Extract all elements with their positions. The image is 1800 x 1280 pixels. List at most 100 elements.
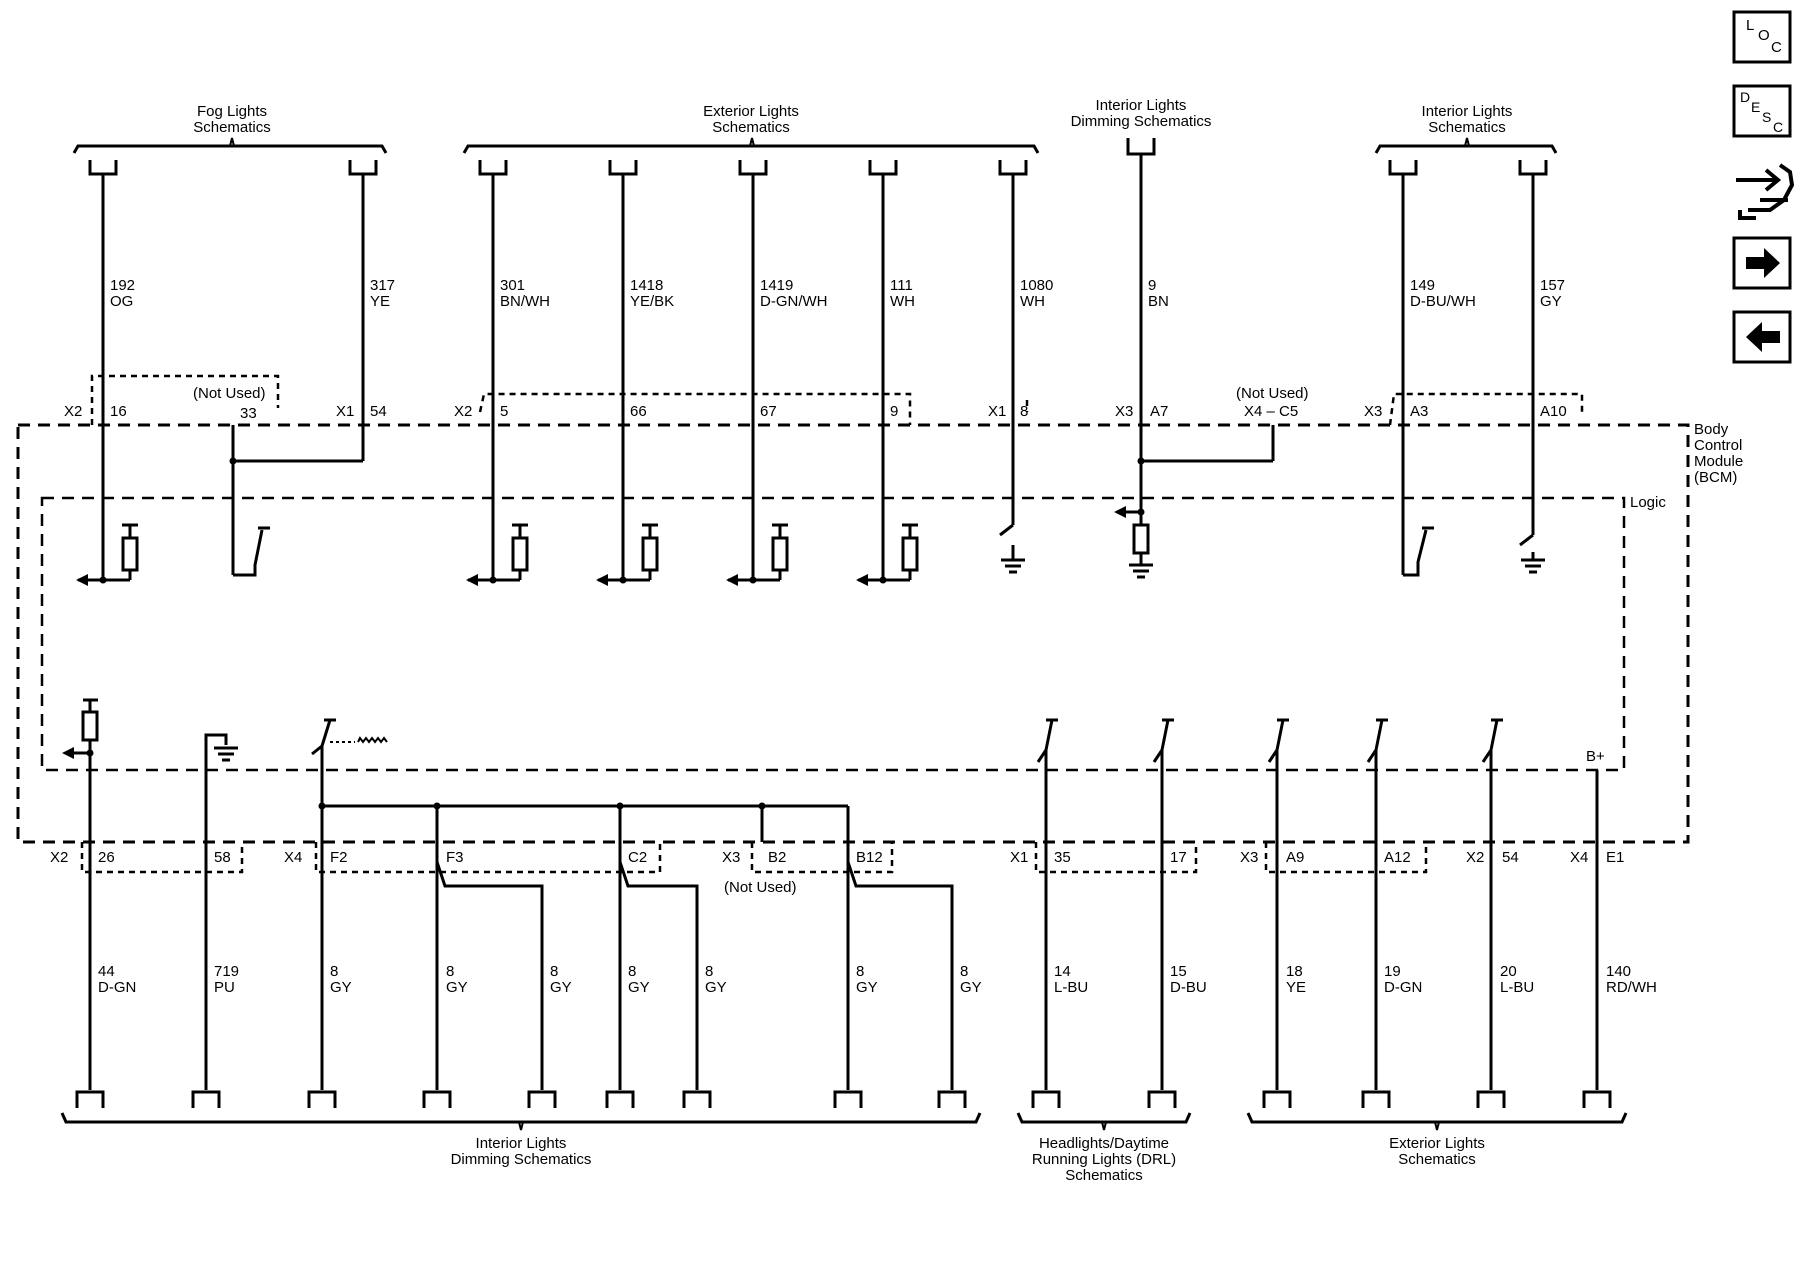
wire-color: D-BU: [1170, 979, 1207, 996]
wire-color: BN: [1148, 293, 1169, 310]
connector-label: X2: [50, 849, 68, 866]
pin-label: A9: [1286, 849, 1304, 866]
arrow-right-icon: [1746, 248, 1780, 278]
logic-label: Logic: [1630, 494, 1666, 511]
ext-bottom-line2: Schematics: [1398, 1151, 1476, 1168]
wire-circuit: 20: [1500, 963, 1517, 980]
pin-label: C2: [628, 849, 647, 866]
not-used-label: (Not Used): [193, 385, 266, 402]
wire-circuit: 8: [330, 963, 338, 980]
int-header-line2: Schematics: [1428, 119, 1506, 136]
connector-view-icon[interactable]: [1736, 163, 1795, 220]
bplus-label: B+: [1586, 748, 1605, 765]
brace-fog-notch: [229, 137, 235, 147]
wire-circuit: 1419: [760, 277, 793, 294]
ext-bottom-line1: Exterior Lights: [1389, 1135, 1485, 1152]
pin-label: 66: [630, 403, 647, 420]
top-wires: [101, 154, 1535, 580]
wire-circuit: 8: [705, 963, 713, 980]
pin-label: F2: [330, 849, 348, 866]
pin-label: 26: [98, 849, 115, 866]
connector-label: X4: [1570, 849, 1588, 866]
wire-circuit: 157: [1540, 277, 1565, 294]
wire-circuit: 317: [370, 277, 395, 294]
not-used-label: (Not Used): [724, 879, 797, 896]
connector-label: X3: [1115, 403, 1133, 420]
brace-drl-bottom: [1016, 1112, 1192, 1124]
wire-circuit: 1080: [1020, 277, 1053, 294]
pin-label: A12: [1384, 849, 1411, 866]
wire-circuit: 1418: [630, 277, 663, 294]
wire-color: GY: [705, 979, 727, 996]
wire-color: BN/WH: [500, 293, 550, 310]
wire-color: GY: [550, 979, 572, 996]
wire-circuit: 8: [856, 963, 864, 980]
pin-label: 9: [890, 403, 898, 420]
wire-color: OG: [110, 293, 133, 310]
wire-color: L-BU: [1054, 979, 1088, 996]
wire-circuit: 9: [1148, 277, 1156, 294]
wire-color: L-BU: [1500, 979, 1534, 996]
wire-color: GY: [628, 979, 650, 996]
pin-label: 67: [760, 403, 777, 420]
wire-circuit: 192: [110, 277, 135, 294]
wire-color: YE: [1286, 979, 1306, 996]
wire-color: GY: [960, 979, 982, 996]
bcm-label-line2: Control: [1694, 437, 1742, 454]
next-button[interactable]: [1732, 236, 1792, 290]
ext-header-line2: Schematics: [712, 119, 790, 136]
wire-color: PU: [214, 979, 235, 996]
brace-dim-bottom: [60, 1112, 982, 1124]
brace-fog: [72, 144, 388, 154]
pin-label: E1: [1606, 849, 1624, 866]
connector-label: X3: [722, 849, 740, 866]
top-pullups: [78, 523, 919, 582]
wire-color: WH: [1020, 293, 1045, 310]
wire-color: GY: [1540, 293, 1562, 310]
brace-int-top: [1374, 144, 1558, 154]
pin-label: B12: [856, 849, 883, 866]
wire-circuit: 15: [1170, 963, 1187, 980]
wire-circuit: 14: [1054, 963, 1071, 980]
dim-header-line2: Dimming Schematics: [1071, 113, 1212, 130]
desc-letter: E: [1751, 99, 1760, 115]
bottom-output-switches: [1036, 718, 1503, 1090]
wire-circuit: 8: [960, 963, 968, 980]
wire-color: RD/WH: [1606, 979, 1657, 996]
bcm-label-line4: (BCM): [1694, 469, 1737, 486]
fog-header-line2: Schematics: [193, 119, 271, 136]
desc-letter: D: [1740, 89, 1750, 105]
connector-label: X3: [1240, 849, 1258, 866]
bcm-label-line3: Module: [1694, 453, 1743, 470]
loc-letter: O: [1758, 27, 1770, 44]
dim-header-line1: Interior Lights: [1096, 97, 1187, 114]
wire-circuit: 8: [628, 963, 636, 980]
dim-bottom-line2: Dimming Schematics: [451, 1151, 592, 1168]
brace-ext-top: [462, 144, 1040, 154]
connector-label: X2: [1466, 849, 1484, 866]
wire-circuit: 301: [500, 277, 525, 294]
desc-letter: S: [1762, 109, 1771, 125]
connector-label: X1: [1010, 849, 1028, 866]
wire-color: D-GN: [1384, 979, 1422, 996]
loc-letter: L: [1746, 17, 1754, 34]
prev-button[interactable]: [1732, 310, 1792, 364]
connector-label: X1: [988, 403, 1006, 420]
pin-label: 54: [1502, 849, 1519, 866]
connector-label: X3: [1364, 403, 1382, 420]
bcm-outline: [16, 423, 1690, 844]
wire-color: D-GN/WH: [760, 293, 828, 310]
connector-label: X1: [336, 403, 354, 420]
wire-color: YE: [370, 293, 390, 310]
desc-button[interactable]: D E S C: [1732, 84, 1792, 138]
wire-color: GY: [856, 979, 878, 996]
pin-label: 17: [1170, 849, 1187, 866]
loc-button[interactable]: L O C: [1732, 10, 1792, 64]
wire-color: GY: [446, 979, 468, 996]
pin-label: A7: [1150, 403, 1168, 420]
pin-label: 54: [370, 403, 387, 420]
wire-circuit: 18: [1286, 963, 1303, 980]
pin-label: B2: [768, 849, 786, 866]
wire-color: D-GN: [98, 979, 136, 996]
wire-color: GY: [330, 979, 352, 996]
